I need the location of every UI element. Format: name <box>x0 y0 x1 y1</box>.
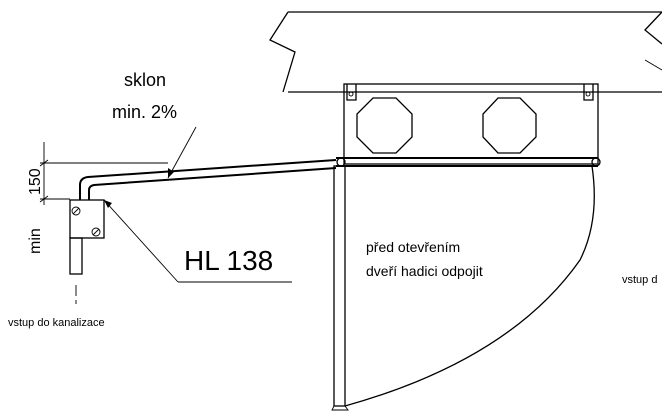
door-rail <box>336 157 601 167</box>
door-note-line1: před otevřením <box>366 239 460 255</box>
drain-hose <box>79 159 337 200</box>
door-note-line2: dveří hadici odpojit <box>366 263 483 279</box>
top-beam <box>269 11 662 93</box>
dimension-value: 150 <box>27 168 44 195</box>
dimension-prefix: min <box>27 228 44 254</box>
cut-label: vstup d <box>622 274 657 286</box>
door-outline <box>344 165 595 407</box>
fan-opening-right <box>482 97 537 154</box>
part-leader <box>103 199 292 283</box>
slope-title: sklon <box>124 70 166 90</box>
slope-value: min. 2% <box>112 102 177 122</box>
fan-opening-left <box>356 97 413 154</box>
hood-body <box>343 83 599 165</box>
drain-unit <box>69 199 105 275</box>
drain-label: vstup do kanalizace <box>8 317 105 329</box>
door-post <box>331 165 349 411</box>
slope-leader <box>167 126 197 179</box>
part-number: HL 138 <box>184 245 273 276</box>
dimension-150 <box>39 142 168 205</box>
